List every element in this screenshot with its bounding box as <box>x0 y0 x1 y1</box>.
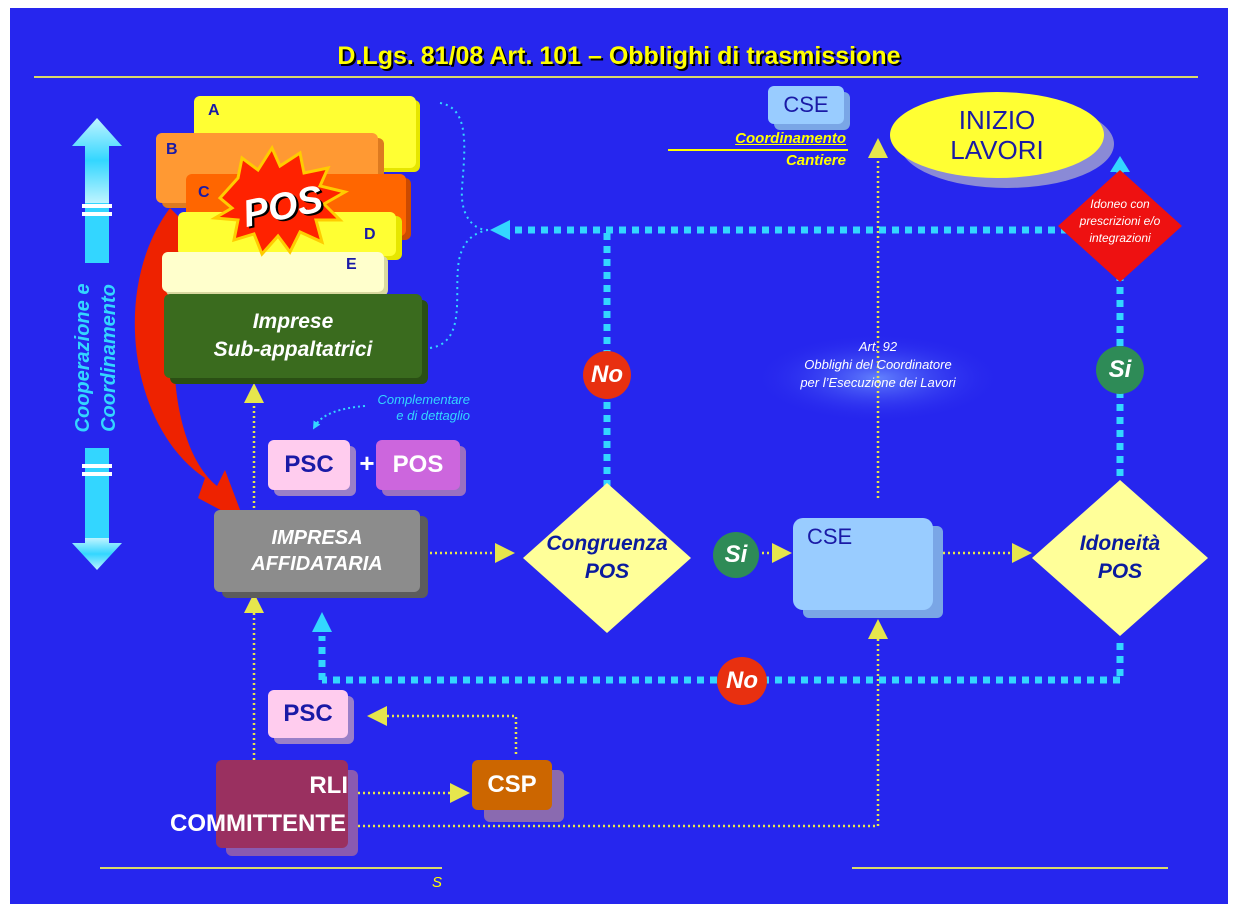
affidataria-line2: AFFIDATARIA <box>251 553 383 575</box>
psc-low-box: PSC <box>268 690 348 738</box>
sub-card-letter-c: C <box>198 184 210 201</box>
psc-top-box: PSC <box>268 440 350 490</box>
cooperation-label-line1: Cooperazione e <box>72 283 94 433</box>
cooperation-arrow <box>72 118 122 570</box>
committente-line1: RLI <box>309 772 348 799</box>
subcontractors-label-line2: Sub-appaltatrici <box>213 338 373 361</box>
cyan-loop <box>318 170 1124 684</box>
sub-card-letter-b: B <box>166 141 178 158</box>
subcontractors-box: Imprese Sub-appaltatrici <box>164 294 422 378</box>
sub-card-e: E <box>162 252 384 292</box>
complementare-line2: e di dettaglio <box>396 408 470 423</box>
inizio-lavori: INIZIO LAVORI <box>890 92 1104 178</box>
cse-top-box: CSE <box>768 86 844 124</box>
idoneita-label: Idoneità POS <box>1032 530 1208 586</box>
art92-note: Art. 92 Obblighi del Coordinatore per l’… <box>750 338 1006 392</box>
idoneo-line3: integrazioni <box>1089 231 1151 245</box>
idoneo-line2: prescrizioni e/o <box>1079 214 1161 228</box>
art92-line2: Obblighi del Coordinatore <box>804 357 952 372</box>
cooperation-label-line2: Coordinamento <box>98 284 120 432</box>
page-title: D.Lgs. 81/08 Art. 101 – Obblighi di tras… <box>337 42 901 70</box>
si-badge-right: Si <box>1096 346 1144 394</box>
csp-box: CSP <box>472 760 552 810</box>
cooperation-label: Cooperazione e Coordinamento <box>54 248 138 448</box>
idoneita-line2: POS <box>1097 560 1143 583</box>
no-badge-lower: No <box>717 657 767 705</box>
committente-box <box>216 760 348 848</box>
complementare-note: Complementare e di dettaglio <box>340 392 471 424</box>
sub-card-letter-a: A <box>208 102 220 119</box>
cse-mid-box: CSE <box>793 518 933 610</box>
complementare-line1: Complementare <box>377 392 471 407</box>
idoneo-line1: Idoneo con <box>1090 197 1150 211</box>
sub-card-letter-d: D <box>364 226 376 243</box>
plus-sign: + <box>359 448 375 478</box>
pos-box: POS <box>376 440 460 490</box>
congruenza-line1: Congruenza <box>546 532 668 555</box>
cse-mid-label: CSE <box>807 524 853 549</box>
inizio-line1: INIZIO <box>958 105 1036 135</box>
art92-line3: per l’Esecuzione dei Lavori <box>800 375 956 390</box>
slide: D.Lgs. 81/08 Art. 101 – Obblighi di tras… <box>10 8 1228 904</box>
congruenza-label: Congruenza POS <box>523 530 691 586</box>
committente-line2: COMMITTENTE <box>170 810 346 837</box>
idoneo-note: Idoneo con prescrizioni e/o integrazioni <box>1052 196 1188 247</box>
idoneita-line1: Idoneità <box>1079 532 1161 555</box>
cse-top-caption: Coordinamento Cantiere <box>668 128 846 172</box>
affidataria-box: IMPRESA AFFIDATARIA <box>214 510 420 592</box>
no-badge-upper: No <box>583 351 631 399</box>
cse-top-caption-rule <box>668 149 848 151</box>
title-rule <box>34 76 1198 78</box>
affidataria-line1: IMPRESA <box>271 527 363 549</box>
congruenza-line2: POS <box>584 560 630 583</box>
art92-line1: Art. 92 <box>858 339 898 354</box>
inizio-line2: LAVORI <box>950 135 1044 165</box>
si-badge-mid: Si <box>713 532 759 578</box>
cse-top-caption-line1: Coordinamento <box>735 130 846 147</box>
sub-card-letter-e: E <box>346 256 357 273</box>
cse-top-caption-line2: Cantiere <box>785 152 846 169</box>
footer-center: S <box>431 874 442 891</box>
subcontractors-label-line1: Imprese <box>252 310 334 333</box>
